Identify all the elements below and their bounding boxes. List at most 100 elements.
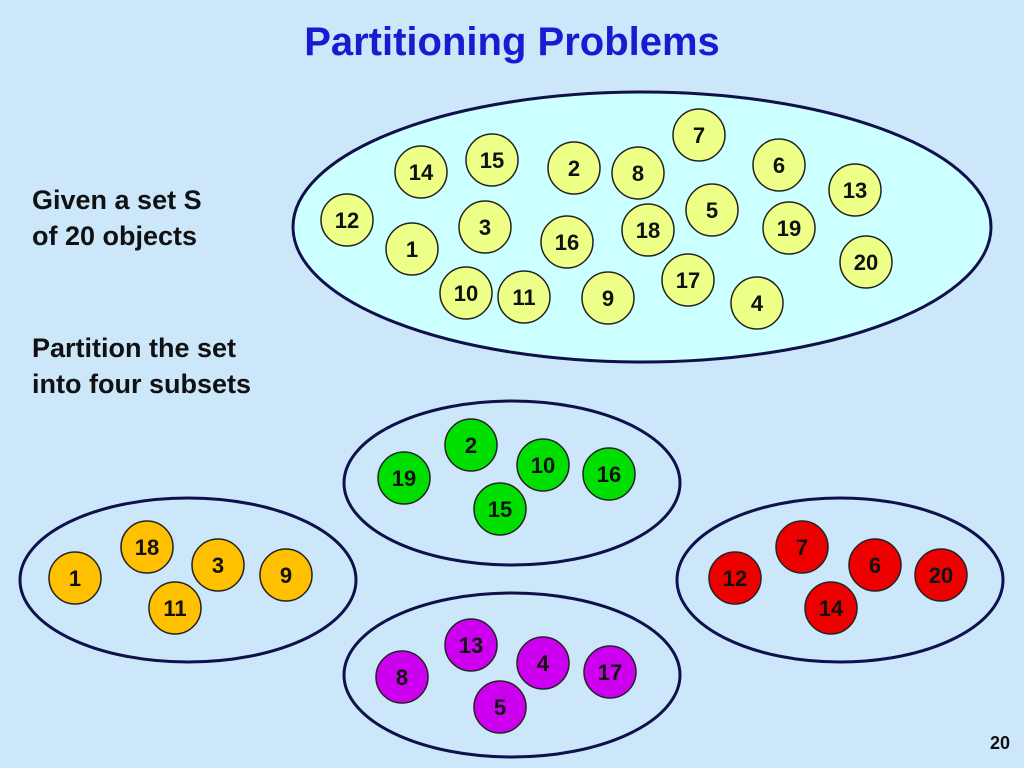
purple-subset-object-13: 13 (444, 618, 498, 672)
yellow-subset-object-label: 3 (212, 553, 224, 578)
full-set-object-label: 13 (843, 178, 867, 203)
purple-subset-object-circle (516, 636, 570, 690)
full-set-object-label: 4 (751, 291, 764, 316)
yellow-subset-object-18: 18 (120, 520, 174, 574)
purple-subset-object-label: 13 (459, 633, 483, 658)
full-set-object-15: 15 (465, 133, 519, 187)
purple-subset-object-circle (473, 680, 527, 734)
full-set-object-circle (839, 235, 893, 289)
full-set-object-14: 14 (394, 145, 448, 199)
full-set-object-label: 8 (632, 161, 644, 186)
red-subset-object-7: 7 (775, 520, 829, 574)
full-set-object-circle (458, 200, 512, 254)
yellow-subset-ellipse (18, 496, 358, 664)
given-set-caption: Given a set S of 20 objects (32, 182, 202, 254)
yellow-subset-object-circle (48, 551, 102, 605)
yellow-subset-object-label: 11 (163, 596, 186, 621)
red-subset-object-12: 12 (708, 551, 762, 605)
purple-subset-object-circle (583, 645, 637, 699)
full-set-object-label: 10 (454, 281, 478, 306)
red-subset-object-20: 20 (914, 548, 968, 602)
full-set-object-circle (672, 108, 726, 162)
full-set-object-label: 3 (479, 215, 491, 240)
purple-subset-ellipse (342, 591, 682, 759)
yellow-subset-object-1: 1 (48, 551, 102, 605)
full-set-object-7: 7 (672, 108, 726, 162)
full-set-object-label: 6 (773, 153, 785, 178)
green-subset-object-circle (516, 438, 570, 492)
purple-subset-object-circle (375, 650, 429, 704)
red-subset-object-circle (804, 581, 858, 635)
full-set-object-6: 6 (752, 138, 806, 192)
red-subset-object-circle (848, 538, 902, 592)
green-subset-object-label: 16 (597, 462, 621, 487)
full-set-object-circle (685, 183, 739, 237)
full-set-object-circle (581, 271, 635, 325)
green-subset-object-16: 16 (582, 447, 636, 501)
green-subset-object-19: 19 (377, 451, 431, 505)
purple-subset-object-5: 5 (473, 680, 527, 734)
red-subset-object-circle (708, 551, 762, 605)
green-subset-object-circle (582, 447, 636, 501)
full-set-object-label: 16 (555, 230, 579, 255)
purple-subset-object-label: 4 (537, 651, 550, 676)
full-set-object-label: 18 (636, 218, 660, 243)
red-subset-object-label: 20 (929, 563, 953, 588)
full-set-object-circle (439, 266, 493, 320)
green-subset-object-2: 2 (444, 418, 498, 472)
green-subset-object-circle (473, 482, 527, 536)
red-subset-object-label: 7 (796, 535, 808, 560)
full-set-object-circle (497, 270, 551, 324)
full-set-object-label: 7 (693, 123, 705, 148)
full-set-object-label: 17 (676, 268, 700, 293)
full-set-object-circle (730, 276, 784, 330)
full-set-object-circle (385, 222, 439, 276)
green-subset-ellipse (342, 399, 682, 567)
partition-caption: Partition the set into four subsets (32, 330, 251, 402)
full-set-object-label: 2 (568, 156, 580, 181)
full-set-object-circle (828, 163, 882, 217)
yellow-subset-object-9: 9 (259, 548, 313, 602)
full-set-object-label: 14 (409, 160, 434, 185)
full-set-object-3: 3 (458, 200, 512, 254)
full-set-object-circle (394, 145, 448, 199)
full-set-object-18: 18 (621, 203, 675, 257)
green-subset-object-label: 2 (465, 433, 477, 458)
full-set-object-8: 8 (611, 146, 665, 200)
full-set-object-10: 10 (439, 266, 493, 320)
full-set-object-label: 11 (512, 285, 535, 310)
red-subset-object-circle (775, 520, 829, 574)
purple-subset-object-label: 8 (396, 665, 408, 690)
full-set-object-label: 9 (602, 286, 614, 311)
full-set-object-circle (320, 193, 374, 247)
green-subset-object-label: 15 (488, 497, 512, 522)
full-set-object-label: 5 (706, 198, 718, 223)
full-set-object-20: 20 (839, 235, 893, 289)
purple-subset-object-label: 17 (598, 660, 622, 685)
full-set-object-circle (465, 133, 519, 187)
full-set-object-5: 5 (685, 183, 739, 237)
full-set-object-circle (540, 215, 594, 269)
full-set-object-circle (621, 203, 675, 257)
green-subset-object-circle (377, 451, 431, 505)
partition-caption-line-1: Partition the set (32, 333, 237, 363)
full-set-object-19: 19 (762, 201, 816, 255)
red-subset-object-label: 6 (869, 553, 881, 578)
slide-title: Partitioning Problems (304, 20, 720, 64)
full-set-object-13: 13 (828, 163, 882, 217)
yellow-subset-object-circle (191, 538, 245, 592)
purple-subset-object-17: 17 (583, 645, 637, 699)
full-set-object-11: 11 (497, 270, 551, 324)
full-set-object-17: 17 (661, 253, 715, 307)
red-subset-object-label: 12 (723, 566, 747, 591)
full-set-object-9: 9 (581, 271, 635, 325)
page-number: 20 (989, 733, 1010, 753)
red-subset-ellipse (675, 496, 1005, 664)
yellow-subset-object-11: 11 (148, 581, 202, 635)
full-set-object-circle (661, 253, 715, 307)
green-subset-object-label: 19 (392, 466, 416, 491)
yellow-subset-object-label: 9 (280, 563, 292, 588)
full-set-object-2: 2 (547, 141, 601, 195)
yellow-subset-object-circle (120, 520, 174, 574)
